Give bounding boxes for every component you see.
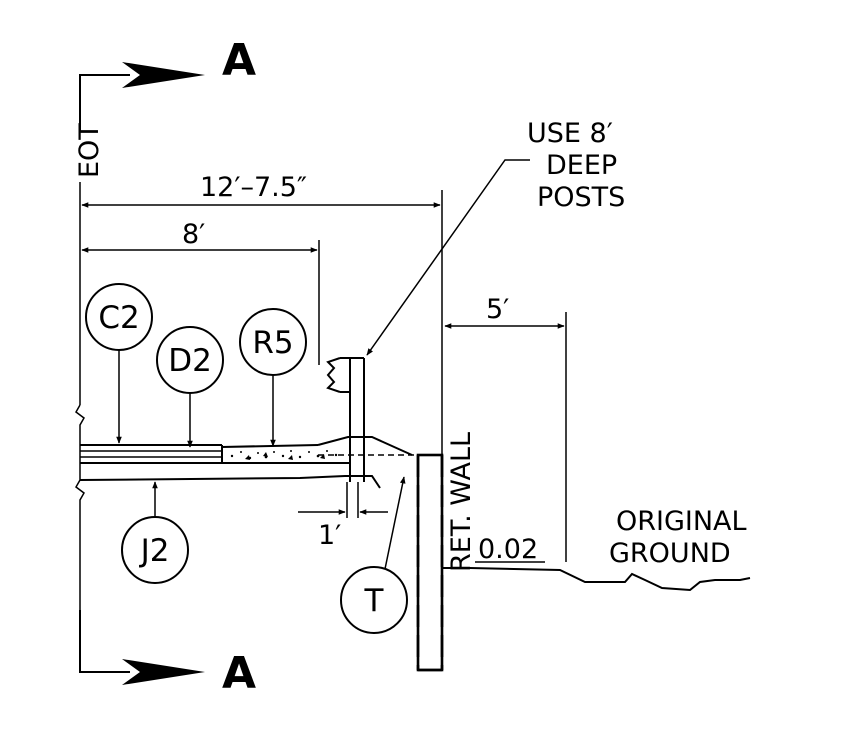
ground-profile: 0.02 ORIGINAL GROUND	[442, 506, 751, 592]
retaining-wall: RET. WALL	[416, 432, 477, 672]
note-line-2: DEEP	[546, 150, 617, 181]
section-cut-top: A	[79, 35, 256, 132]
wall-outline	[416, 453, 444, 672]
section-arrow-bottom-icon	[122, 659, 205, 685]
slope-label: 0.02	[478, 534, 538, 565]
dimension-5ft-text: 5′	[486, 294, 509, 325]
eot-line	[75, 182, 85, 610]
section-mark-top: A	[222, 35, 256, 86]
ground-line-2: GROUND	[609, 538, 731, 569]
callout-c2: C2	[85, 283, 153, 444]
callout-t: T	[340, 476, 408, 634]
callout-d2-text: D2	[168, 343, 212, 379]
callout-d2: D2	[156, 326, 224, 448]
eot-label: EOT	[74, 123, 105, 178]
dimension-8ft-text: 8′	[182, 219, 205, 250]
callout-t-text: T	[364, 583, 385, 619]
note-line-1: USE 8′	[527, 118, 613, 149]
pavement-section	[79, 436, 418, 489]
callout-r5-text: R5	[252, 325, 293, 361]
section-arrow-top-icon	[122, 62, 205, 88]
dimension-1ft: 1′	[298, 482, 388, 551]
callout-j2: J2	[121, 481, 189, 584]
dimension-5ft: 5′	[444, 294, 567, 562]
dimension-1ft-text: 1′	[318, 520, 341, 551]
callout-r5: R5	[239, 308, 307, 447]
posts-note: USE 8′ DEEP POSTS	[366, 118, 625, 356]
callout-c2-text: C2	[98, 300, 139, 336]
guardrail-post	[326, 357, 365, 482]
section-mark-bottom: A	[222, 648, 256, 699]
section-cut-bottom: A	[79, 610, 256, 699]
ground-line-1: ORIGINAL	[616, 506, 747, 537]
dimension-overall: 12′–7.5″	[81, 172, 443, 455]
dimension-8ft: 8′	[81, 219, 320, 365]
dimension-overall-text: 12′–7.5″	[200, 172, 307, 203]
ret-wall-label: RET. WALL	[446, 432, 477, 572]
note-line-3: POSTS	[537, 182, 625, 213]
callout-j2-text: J2	[139, 533, 170, 569]
